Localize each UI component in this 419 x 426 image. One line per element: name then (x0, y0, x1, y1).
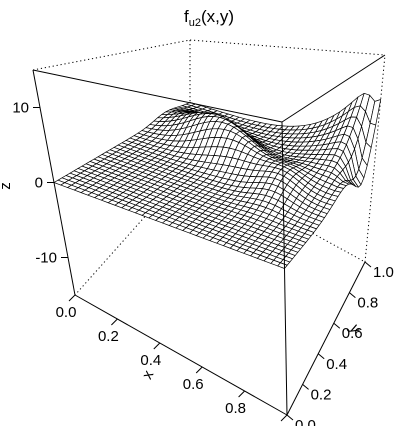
box-edge-back (189, 39, 386, 56)
chart-title-subscript: u2 (189, 17, 201, 29)
x-axis-label: x (139, 367, 158, 382)
y-tick-label: 0.2 (311, 386, 332, 403)
x-tick-label: 0.0 (56, 304, 77, 321)
y-tick-label: 0.8 (357, 295, 378, 312)
y-tick-label: 0.6 (342, 325, 363, 342)
chart-title: fu2(x,y) (184, 7, 234, 29)
box-edge-front (286, 261, 366, 416)
x-tick-label: 0.8 (225, 400, 246, 417)
z-tick-label: 10 (12, 100, 29, 117)
y-tick-label: 0.0 (295, 417, 316, 426)
y-axis: 0.0 0.2 0.4 0.6 0.8 1.0 (286, 261, 394, 426)
x-tick (195, 366, 203, 374)
box-edge-back (32, 39, 191, 71)
box-edge-front (281, 121, 288, 416)
x-tick-label: 0.2 (98, 328, 119, 345)
box-edge-front (74, 294, 288, 416)
x-tick (111, 318, 118, 326)
z-tick-label: -10 (35, 250, 57, 267)
chart-title-args: (x,y) (201, 7, 234, 26)
y-tick (286, 414, 294, 421)
y-tick-label: 1.0 (373, 264, 394, 281)
y-tick (364, 261, 372, 268)
y-tick (349, 292, 356, 298)
x-axis: 0.0 0.2 0.4 0.6 0.8 1.0 (56, 294, 289, 426)
x-tick-label: 1.0 (268, 424, 289, 426)
z-tick-label: 0 (35, 175, 43, 192)
box-edge-front (281, 54, 386, 123)
y-tick (317, 353, 325, 360)
x-tick-label: 0.4 (140, 352, 161, 369)
y-tick (333, 322, 341, 329)
x-tick (68, 294, 76, 302)
x-tick (153, 342, 161, 350)
y-tick-label: 0.4 (326, 356, 347, 373)
x-tick (238, 390, 245, 398)
z-axis-label: z (0, 182, 14, 190)
surface-mesh (53, 92, 382, 269)
y-tick (302, 384, 309, 390)
chart-title-main: f (184, 7, 189, 26)
x-tick-label: 0.6 (183, 376, 204, 393)
box-edge-front (32, 69, 283, 123)
x-tick (280, 414, 288, 422)
z-axis: -10 0 10 (12, 100, 68, 267)
